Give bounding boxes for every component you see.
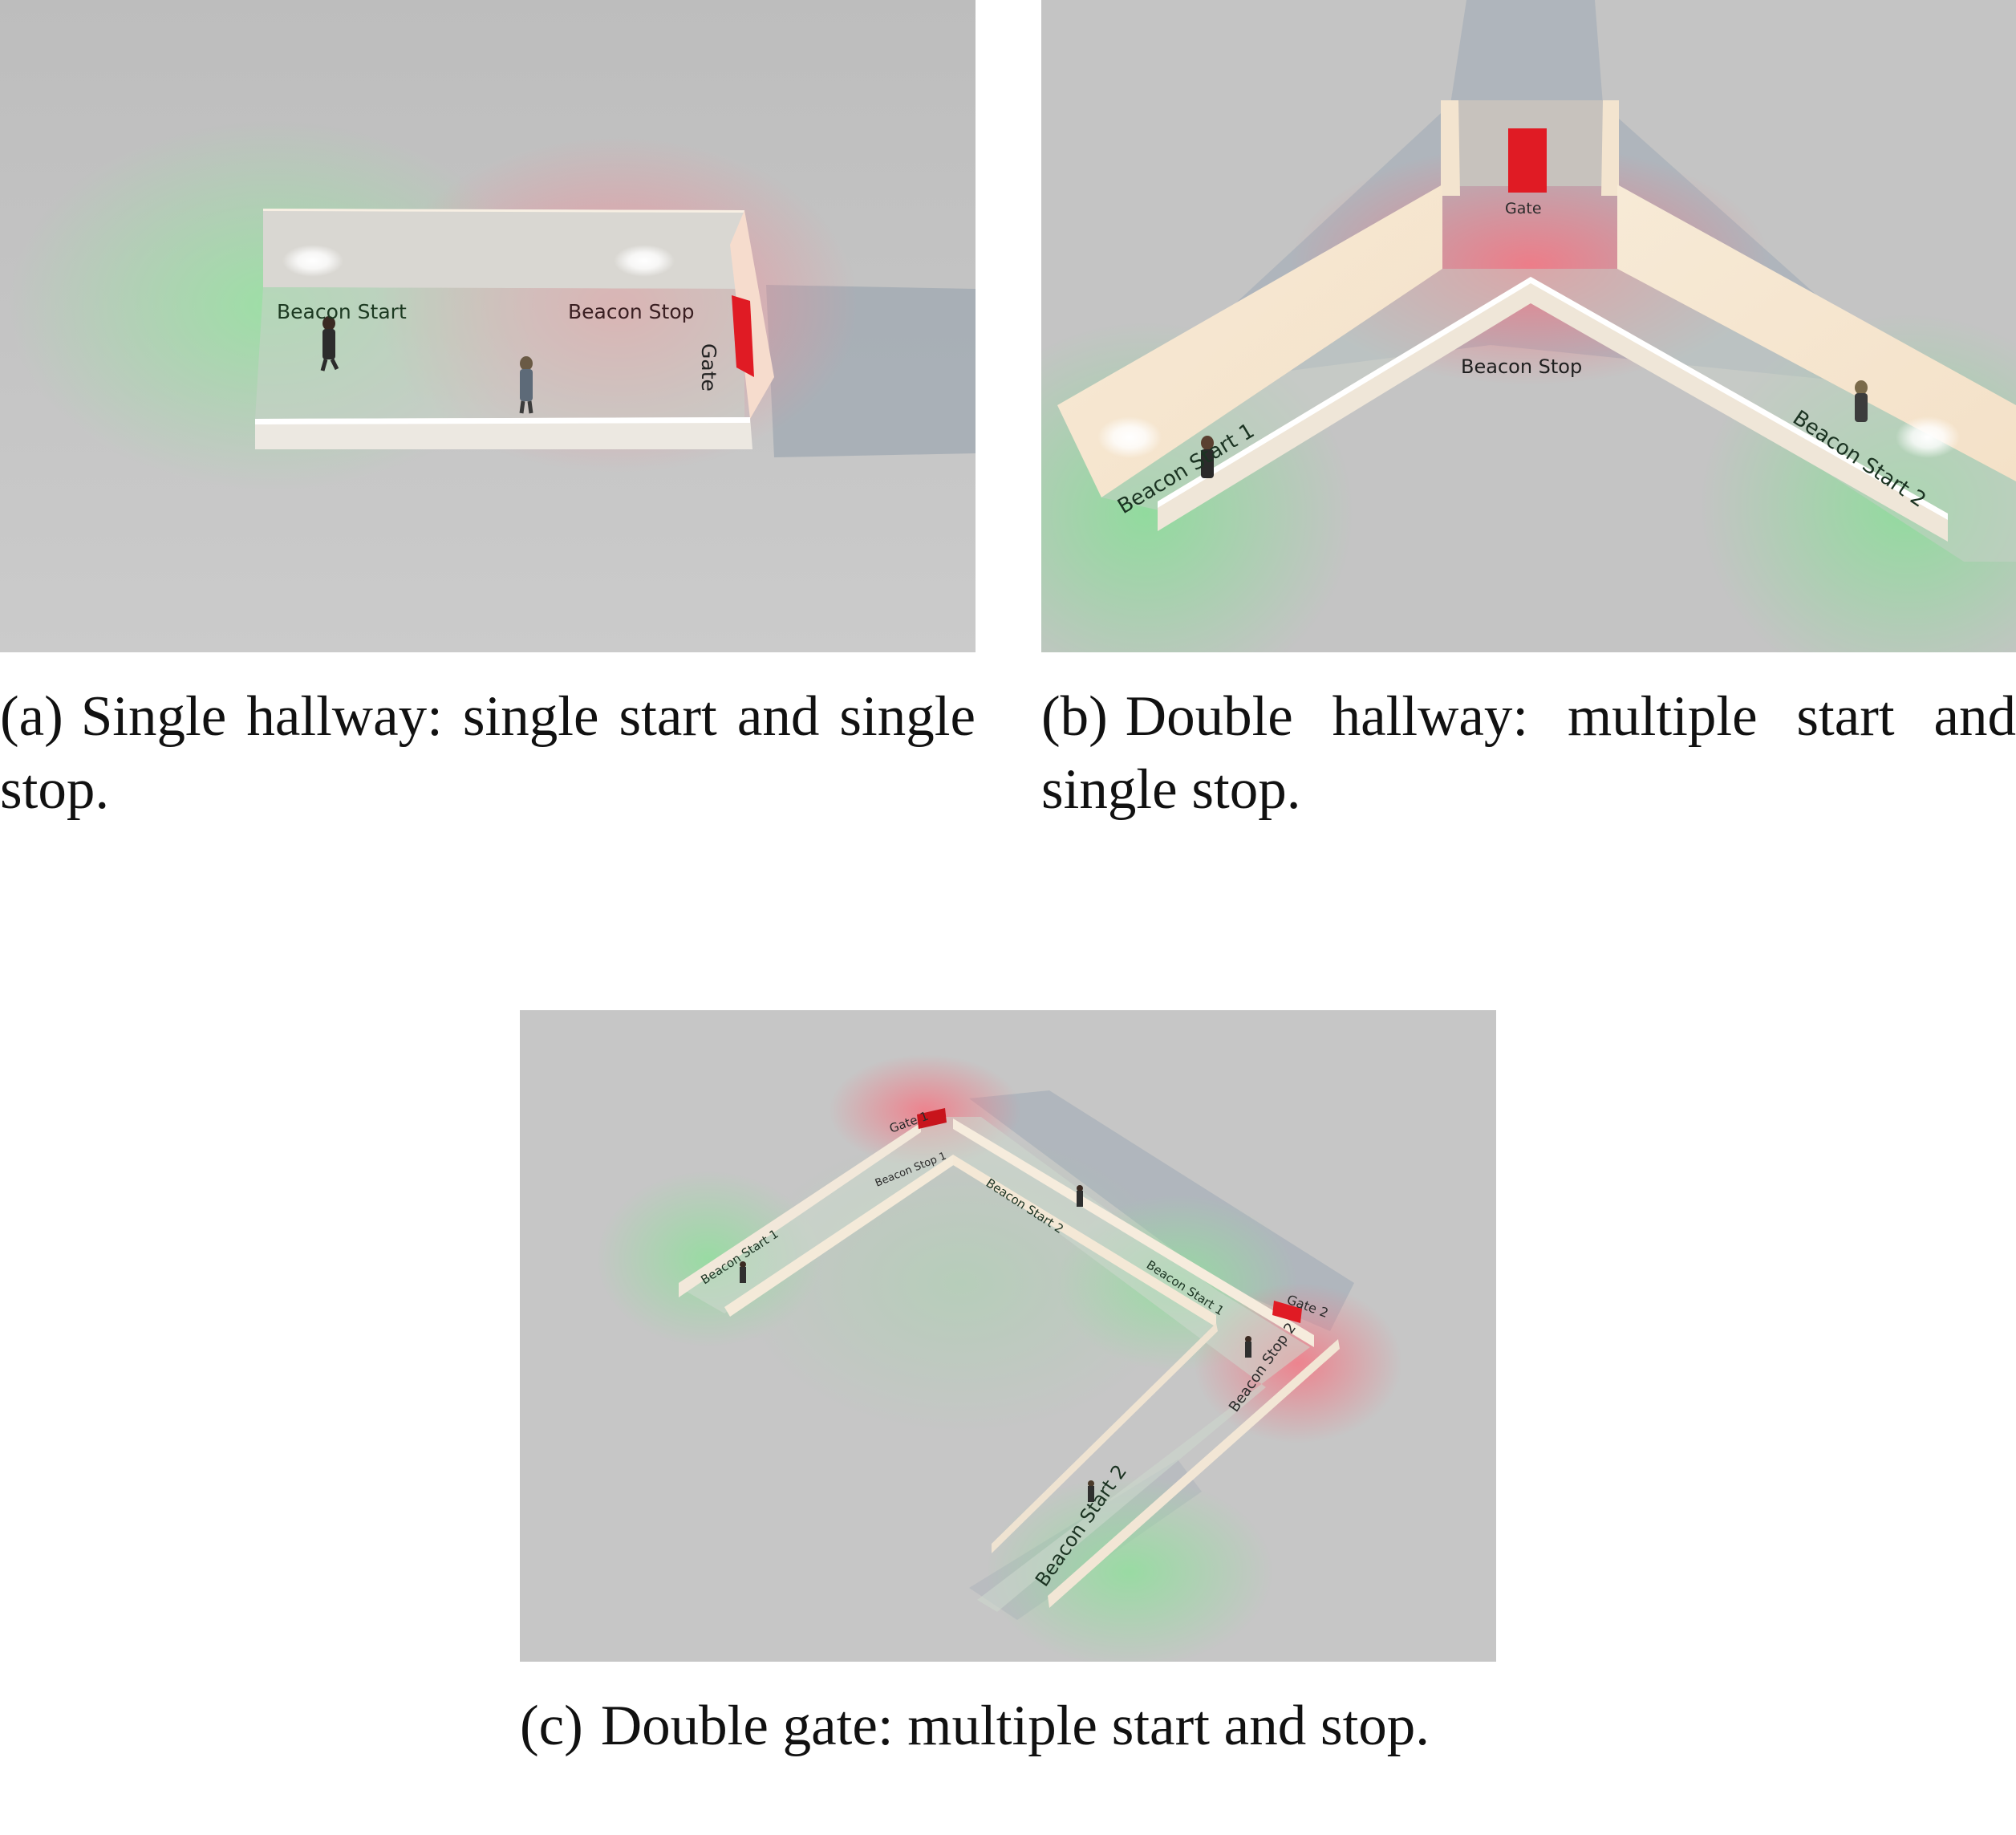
panel-a-single-hallway: Beacon Start Beacon Stop Gate (0, 0, 976, 652)
wall-ul-outer (679, 1123, 921, 1297)
caption-a: (a)Single hallway: single start and sing… (0, 680, 976, 826)
label-beacon-start: Beacon Start (277, 300, 407, 323)
label-gate: Gate (697, 343, 720, 392)
corridor-floor (255, 287, 744, 419)
caption-c-text: Double gate: multiple start and stop. (600, 1695, 1430, 1757)
corridor-floor (1101, 269, 2016, 562)
person-2 (1077, 1185, 1083, 1207)
front-wall (255, 417, 752, 449)
label-gate: Gate (1505, 200, 1542, 217)
caption-a-text: Single hallway: single start and single … (0, 685, 976, 821)
start-light-bulb (282, 245, 343, 277)
person-2 (1855, 380, 1868, 422)
gate-room-left-wall (1441, 100, 1460, 196)
person-1 (320, 316, 339, 371)
wall-br-outer (1048, 1339, 1340, 1608)
double-hallway-render: Gate Beacon Stop Beacon Start 1 Beacon S… (1041, 0, 2016, 652)
gate-2-door (1272, 1301, 1302, 1323)
wall-top-outer (953, 1118, 1314, 1347)
caption-c-label: (c) (520, 1695, 583, 1757)
start-2-light-bulb (1896, 416, 1960, 458)
stop-light-bulb (614, 245, 675, 277)
person-3 (1245, 1336, 1251, 1358)
person-4 (1088, 1480, 1094, 1502)
person-1 (1201, 436, 1214, 478)
label-beacon-stop: Beacon Stop (1461, 355, 1582, 378)
caption-b-label: (b) (1041, 685, 1108, 748)
left-outer-wall (1057, 185, 1442, 497)
wall-br-inner (992, 1323, 1218, 1553)
panel-c-double-gate: Gate 1 Beacon Stop 1 Beacon Start 1 Beac… (520, 1010, 1496, 1662)
caption-b-text: Double hallway: multiple start and singl… (1041, 685, 2016, 821)
gate-door (732, 295, 754, 377)
end-wall (730, 210, 774, 419)
caption-a-label: (a) (0, 685, 63, 748)
ambient-glow (736, 1131, 1186, 1435)
right-outer-wall (1617, 185, 2016, 481)
single-hallway-render: Beacon Start Beacon Stop Gate (0, 0, 976, 652)
back-wall (263, 209, 744, 289)
double-gate-render: Gate 1 Beacon Stop 1 Beacon Start 1 Beac… (520, 1010, 1496, 1662)
caption-c: (c) Double gate: multiple start and stop. (520, 1690, 1496, 1763)
label-beacon-stop: Beacon Stop (568, 300, 695, 323)
start-1-light-bulb (1097, 416, 1162, 458)
panel-b-double-hallway: Gate Beacon Stop Beacon Start 1 Beacon S… (1041, 0, 2016, 652)
wall-ul-inner (724, 1155, 959, 1317)
person-2 (519, 356, 533, 414)
front-wall-top (255, 417, 750, 424)
back-wall-top (263, 209, 744, 213)
gate-1-door (917, 1108, 947, 1129)
person-1 (740, 1261, 746, 1283)
gate-door (1508, 128, 1547, 193)
start-2-bottom-light-glow (985, 1476, 1274, 1662)
gate-room-right-wall (1601, 100, 1619, 196)
caption-b: (b)Double hallway: multiple start and si… (1041, 680, 2016, 826)
wall-top-inner (953, 1155, 1216, 1327)
